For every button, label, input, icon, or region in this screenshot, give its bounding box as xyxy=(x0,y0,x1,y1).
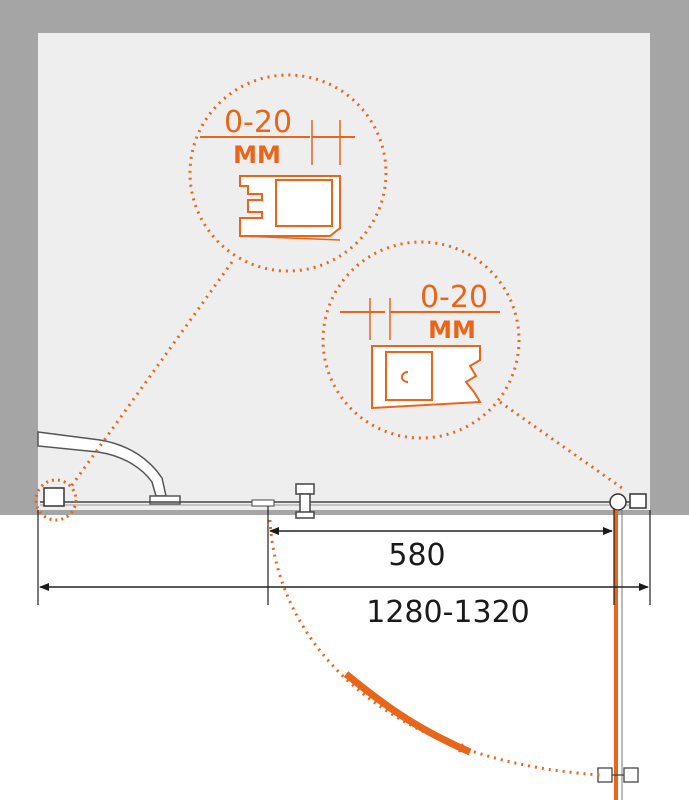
door-handle xyxy=(295,483,315,519)
left-detail-marker xyxy=(34,478,78,522)
swing-direction-arrow xyxy=(343,671,472,756)
top-detail-callout: 0-20 ММ xyxy=(188,73,388,273)
door-seal xyxy=(251,499,275,507)
dimension-total-label: 1280-1320 xyxy=(366,595,530,630)
open-door-handle xyxy=(597,767,639,783)
right-callout-unit: ММ xyxy=(428,316,476,344)
right-detail-callout: 0-20 ММ xyxy=(321,240,521,440)
lower-floor xyxy=(0,515,689,800)
right-callout-range: 0-20 xyxy=(420,280,488,315)
faucet-pipe xyxy=(37,431,181,505)
top-callout-unit: ММ xyxy=(233,141,281,169)
right-wall-fixing xyxy=(609,493,647,511)
top-callout-range: 0-20 xyxy=(224,105,292,140)
door-swing-arc xyxy=(268,519,601,777)
dimension-door-label: 580 xyxy=(388,538,445,573)
top-callout-leader xyxy=(68,261,234,489)
left-wall-profile xyxy=(43,487,65,507)
